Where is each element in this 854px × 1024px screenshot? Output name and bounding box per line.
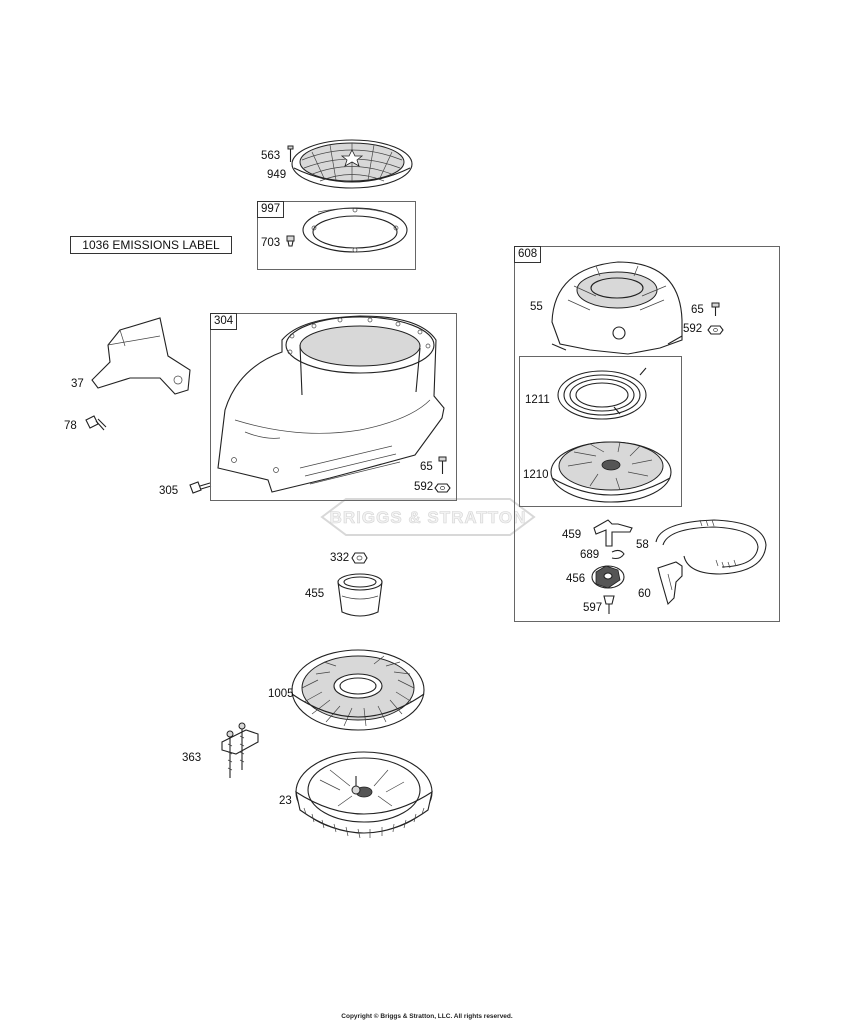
label-305: 305 [159,485,179,497]
label-563: 563 [261,150,281,162]
label-949: 949 [267,169,287,181]
part-305-screw [189,481,212,494]
label-58: 58 [636,539,649,551]
part-332-nut [351,552,368,564]
group-997-number: 997 [257,201,285,218]
part-592-nut-starter [707,325,724,335]
label-456: 456 [566,573,586,585]
group-608-number: 608 [514,246,542,263]
part-1210-pulley [550,441,672,503]
label-703: 703 [261,237,281,249]
part-37-air-guide [91,317,191,395]
label-37: 37 [71,378,84,390]
label-332: 332 [330,552,350,564]
label-1210: 1210 [523,469,549,481]
watermark-text: BRIGGS & STRATTON [329,508,527,528]
part-455-starter-cup [337,573,383,617]
part-55-starter-housing [551,261,683,355]
part-592-nut [434,483,451,493]
group-304-number: 304 [210,313,238,330]
part-597-screw [603,595,615,614]
emissions-label-box: 1036 EMISSIONS LABEL [70,236,232,254]
label-65-starter: 65 [691,304,704,316]
group-997-frame [257,201,416,270]
part-65-bolt [438,456,447,474]
label-1005: 1005 [268,688,294,700]
part-689-clip [611,549,625,560]
part-997-screen-ring [302,207,408,253]
part-58-starter-rope [655,519,767,575]
label-23: 23 [279,795,292,807]
label-65-housing: 65 [420,461,433,473]
part-459-pawl [593,519,633,547]
copyright-text: Copyright © Briggs & Stratton, LLC. All … [341,1013,513,1020]
watermark-logo: BRIGGS & STRATTON [314,497,542,537]
watermark-frame [320,498,536,536]
part-456-retainer [591,565,625,589]
label-78: 78 [64,420,77,432]
label-592-starter: 592 [683,323,703,335]
label-1211: 1211 [525,394,550,406]
part-563-screw [287,145,294,162]
part-23-flywheel [295,751,433,839]
part-703-screw [286,235,295,247]
label-689: 689 [580,549,600,561]
part-304-blower-housing [217,315,445,493]
label-459: 459 [562,529,582,541]
group-608-frame [514,246,780,622]
group-304-frame [210,313,457,501]
label-597: 597 [583,602,603,614]
part-949-rotating-screen [291,139,413,189]
part-65-bolt-starter [711,302,720,316]
part-1211-rewind-spring [557,367,647,420]
label-55: 55 [530,301,543,313]
label-60: 60 [638,588,651,600]
label-363: 363 [182,752,202,764]
label-592-housing: 592 [414,481,434,493]
group-rewind-inner-frame [519,356,682,507]
label-455: 455 [305,588,325,600]
part-60-starter-handle [657,561,683,606]
part-363-bolts [221,722,259,778]
part-78-screw [85,415,107,431]
part-1005-fan [291,649,425,731]
